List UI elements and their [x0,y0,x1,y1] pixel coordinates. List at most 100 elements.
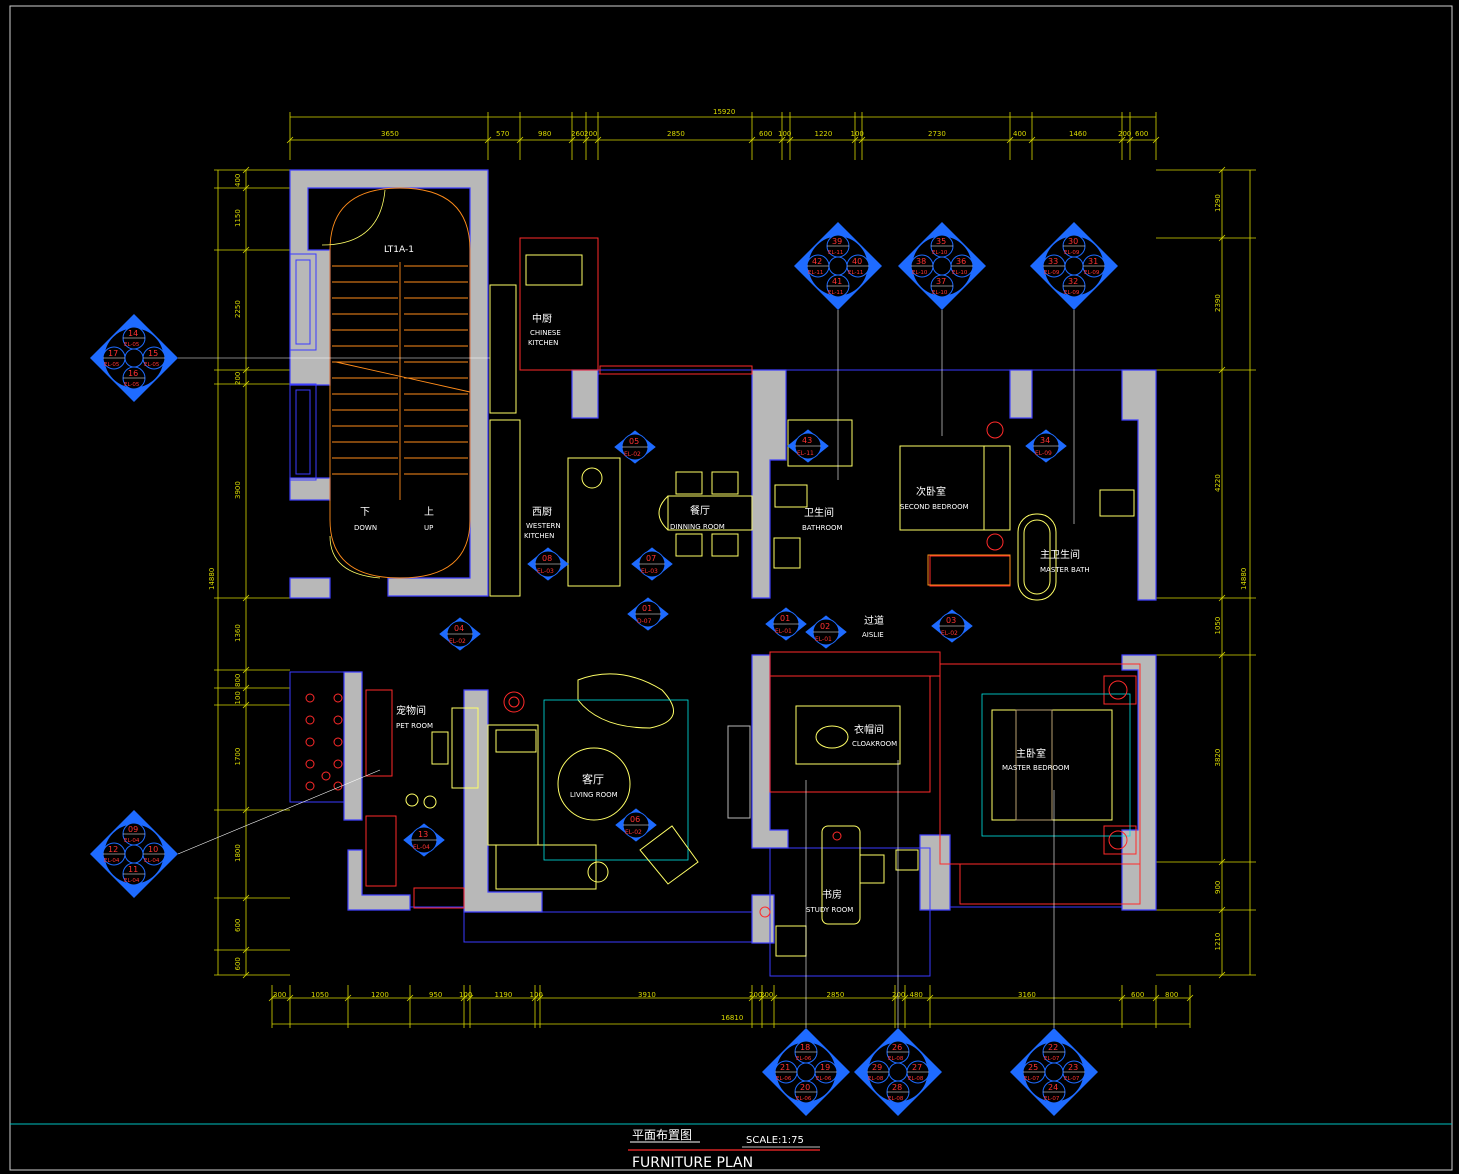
tag-number: 09 [128,825,138,834]
room-label-pet-cn: 宠物间 [396,704,426,717]
wall-bedroom-divider [1009,369,1033,419]
tag-code: EL-10 [912,270,928,276]
tag-number: 41 [832,277,842,286]
dim-top: 600 [1135,130,1148,138]
wall-pet-bottom [347,849,411,911]
tag-number: 36 [956,257,966,266]
dim-left: 800 [234,674,242,687]
dim-left: 1700 [234,748,242,766]
window-lines [289,253,1122,977]
red-outlines [365,237,1141,909]
title-scale: SCALE:1:75 [746,1135,804,1146]
tag-number: 25 [1028,1063,1038,1072]
room-label-dining-en: DINNING ROOM [670,523,725,531]
tag-number: 21 [780,1063,790,1072]
tag-code: EL-03 [537,568,554,575]
tag-number: 33 [1048,257,1058,266]
tag-leader-lines [177,310,1075,1028]
dim-left: 3900 [234,481,242,499]
tag-number: 19 [820,1063,830,1072]
dim-left: 600 [234,919,242,932]
room-label-study-cn: 书房 [822,888,842,901]
tag-code: EL-04 [124,878,140,884]
wall-study-right [919,834,951,911]
tag-number: 06 [630,815,640,824]
dim-left-total: 14880 [208,568,216,590]
tag-code: D-07 [637,618,652,625]
tag-number: 34 [1040,436,1050,445]
room-label-chinese-kitchen-en2: KITCHEN [528,339,558,347]
tag-number: 07 [646,554,656,563]
dim-left: 400 [234,174,242,187]
room-label-second-bed-en: SECOND BEDROOM [900,503,969,511]
elevation-tags-large: 14EL-0517EL-0515EL-0516EL-0539EL-1142EL-… [90,222,1118,1116]
tag-number: 01 [780,614,790,623]
tag-code: EL-06 [796,1056,812,1062]
tag-number: 28 [892,1083,902,1092]
tag-code: EL-09 [1035,450,1052,457]
room-label-western-kitchen-en1: WESTERN [526,522,561,530]
wall-study-left [751,894,775,944]
dim-right: 1050 [1214,617,1222,635]
dim-top: 600 [759,130,772,138]
tag-number: 32 [1068,277,1078,286]
dim-top: 200 [1118,130,1131,138]
tag-number: 29 [872,1063,882,1072]
elevation-tag[interactable]: 01D-07 [627,597,669,631]
room-label-down-cn: 下 [360,507,370,518]
dim-left: 2250 [234,300,242,318]
tag-number: 11 [128,865,138,874]
room-label-down-en: DOWN [354,524,377,532]
tag-code: EL-05 [144,362,160,368]
dim-top: 1220 [815,130,833,138]
dim-bottom: 200 [760,991,773,999]
room-label-master-bed-cn: 主卧室 [1016,747,1046,760]
dim-right: 2390 [1214,294,1222,312]
tag-number: 01 [642,604,652,613]
room-label-cloak-en: CLOAKROOM [852,740,897,748]
dim-bottom: 1190 [495,991,513,999]
tag-number: 43 [802,436,812,445]
title-block: 平面布置图 SCALE:1:75 FURNITURE PLAN [628,1128,820,1171]
room-label-aisle-cn: 过道 [864,614,884,627]
tag-number: 17 [108,349,118,358]
room-label-bath-cn: 卫生间 [804,506,834,519]
room-label-living-cn: 客厅 [582,772,604,786]
tag-number: 30 [1068,237,1078,246]
dim-top: 2850 [667,130,685,138]
tag-number: 40 [852,257,862,266]
wall-stair-mid [289,477,331,501]
furniture [405,254,1135,957]
tag-code: EL-07 [1044,1056,1060,1062]
tag-code: EL-07 [1024,1076,1040,1082]
tag-number: 31 [1088,257,1098,266]
dim-bottom: 800 [1165,991,1178,999]
tag-code: EL-08 [888,1096,904,1102]
dim-top: 570 [496,130,509,138]
dim-top: 260 [571,130,584,138]
wall-pet-left [343,671,363,821]
tag-code: EL-05 [104,362,120,368]
room-label-up-cn: 上 [424,506,434,518]
dim-bottom: 1050 [311,991,329,999]
